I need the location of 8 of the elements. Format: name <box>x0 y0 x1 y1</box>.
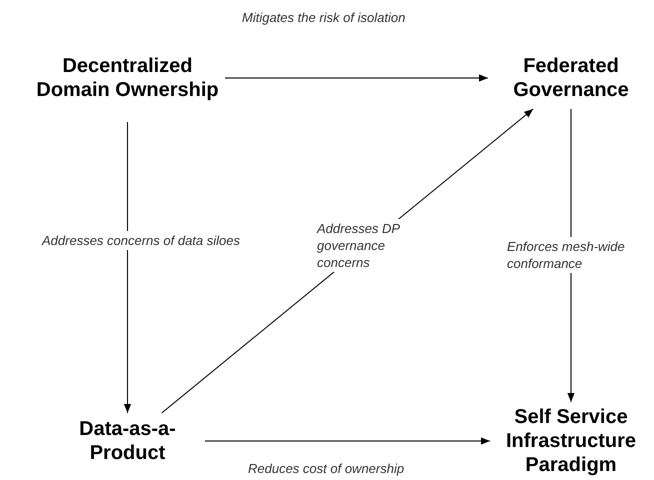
node-title: Data-as-a-Product <box>78 417 177 465</box>
arrow <box>204 437 490 445</box>
arrow <box>124 122 132 414</box>
node-title: Self Service Infrastructure Paradigm <box>504 405 638 477</box>
edge-label: Addresses concerns of data siloes <box>40 231 242 250</box>
node-title: Federated Governance <box>512 54 630 102</box>
arrow <box>224 74 488 82</box>
node-title: Decentralized Domain Ownership <box>35 54 220 102</box>
